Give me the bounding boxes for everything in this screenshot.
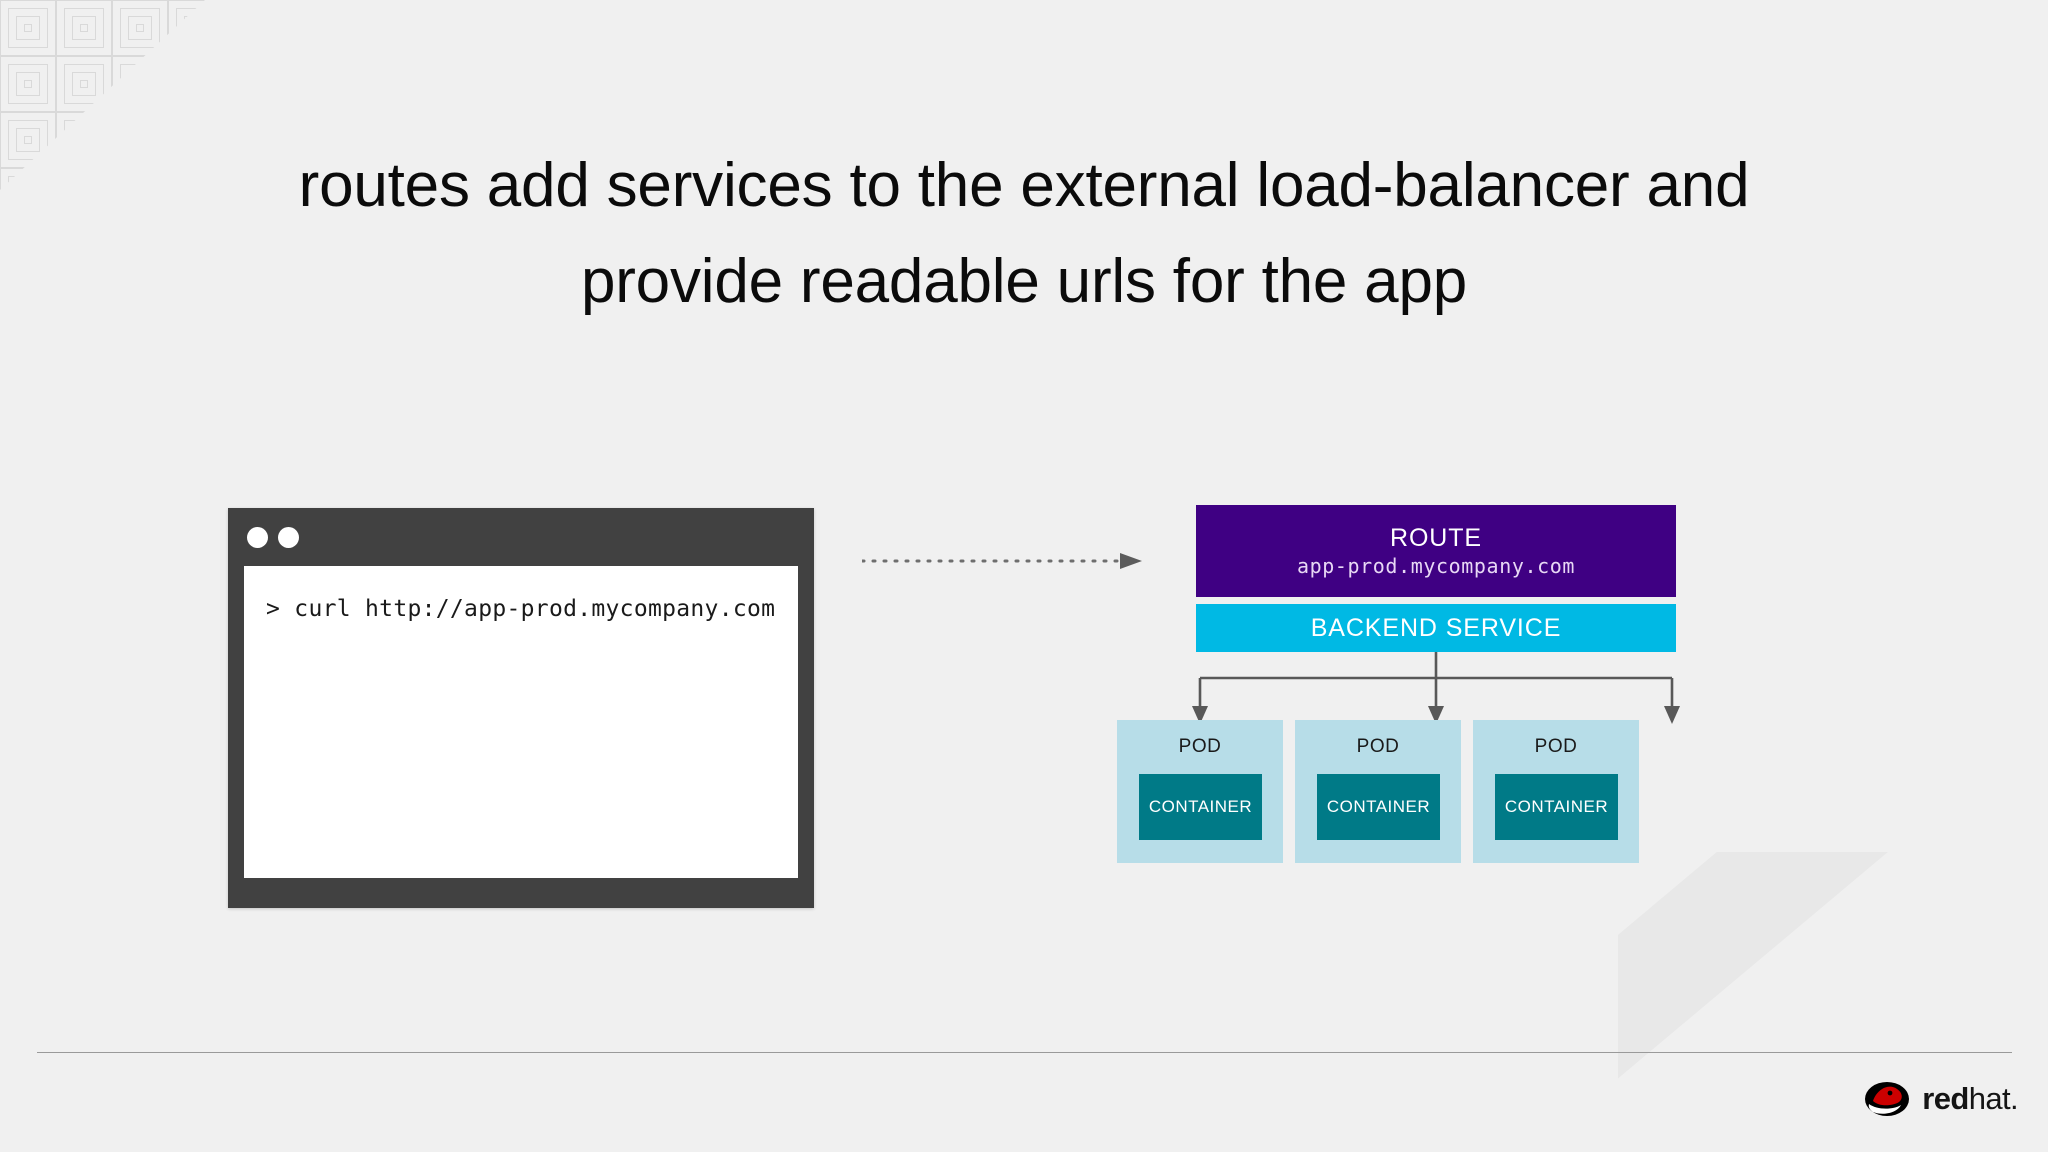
pod-label-2: POD bbox=[1356, 736, 1400, 757]
pods-row: POD CONTAINER POD CONTAINER POD CONTAINE… bbox=[1117, 720, 1797, 863]
slide-title: routes add services to the external load… bbox=[0, 138, 2048, 330]
terminal-window: > curl http://app-prod.mycompany.com bbox=[228, 508, 814, 908]
container-box-3: CONTAINER bbox=[1495, 774, 1618, 840]
redhat-word-hat: hat. bbox=[1968, 1081, 2019, 1116]
route-hostname: app-prod.mycompany.com bbox=[1296, 554, 1576, 578]
redhat-wordmark: redhat. bbox=[1922, 1081, 2018, 1117]
terminal-dot-icon-1 bbox=[247, 527, 268, 548]
title-line-1: routes add services to the external load… bbox=[298, 151, 1750, 220]
redhat-shadowman-icon bbox=[1865, 1082, 1910, 1116]
terminal-command-line: > curl http://app-prod.mycompany.com bbox=[266, 596, 776, 622]
pod-box-2: POD CONTAINER bbox=[1295, 720, 1461, 863]
route-title: ROUTE bbox=[1390, 524, 1482, 552]
title-line-2: provide readable urls for the app bbox=[580, 247, 1468, 316]
pattern-tile bbox=[224, 56, 230, 112]
terminal-title-bar bbox=[228, 508, 814, 566]
route-box: ROUTE app-prod.mycompany.com bbox=[1196, 505, 1676, 597]
pattern-tile bbox=[0, 56, 56, 112]
pattern-tile bbox=[56, 56, 112, 112]
pod-box-1: POD CONTAINER bbox=[1117, 720, 1283, 863]
terminal-dot-icon-2 bbox=[278, 527, 299, 548]
backend-service-box: BACKEND SERVICE bbox=[1196, 604, 1676, 652]
terminal-screen: > curl http://app-prod.mycompany.com bbox=[244, 566, 798, 878]
pattern-tile bbox=[112, 56, 168, 112]
container-label-1: CONTAINER bbox=[1148, 797, 1253, 816]
backend-service-label: BACKEND SERVICE bbox=[1310, 614, 1562, 642]
flow-arrow-icon bbox=[860, 549, 1150, 573]
pattern-tile bbox=[224, 0, 230, 56]
container-box-1: CONTAINER bbox=[1139, 774, 1262, 840]
container-box-2: CONTAINER bbox=[1317, 774, 1440, 840]
pattern-tile bbox=[112, 0, 168, 56]
pod-box-3: POD CONTAINER bbox=[1473, 720, 1639, 863]
container-label-2: CONTAINER bbox=[1326, 797, 1431, 816]
footer-divider bbox=[37, 1052, 2012, 1053]
pattern-tile bbox=[56, 0, 112, 56]
pod-label-1: POD bbox=[1178, 736, 1222, 757]
pattern-tile bbox=[0, 0, 56, 56]
redhat-word-red: red bbox=[1922, 1081, 1969, 1116]
branch-connector-lines bbox=[1095, 652, 1795, 726]
redhat-logo: redhat. bbox=[1863, 1076, 2019, 1122]
pattern-tile bbox=[168, 56, 205, 112]
pod-label-3: POD bbox=[1534, 736, 1578, 757]
pattern-tile bbox=[168, 0, 205, 56]
container-label-3: CONTAINER bbox=[1504, 797, 1609, 816]
route-service-pod-diagram: ROUTE app-prod.mycompany.com BACKEND SER… bbox=[1095, 505, 1795, 915]
